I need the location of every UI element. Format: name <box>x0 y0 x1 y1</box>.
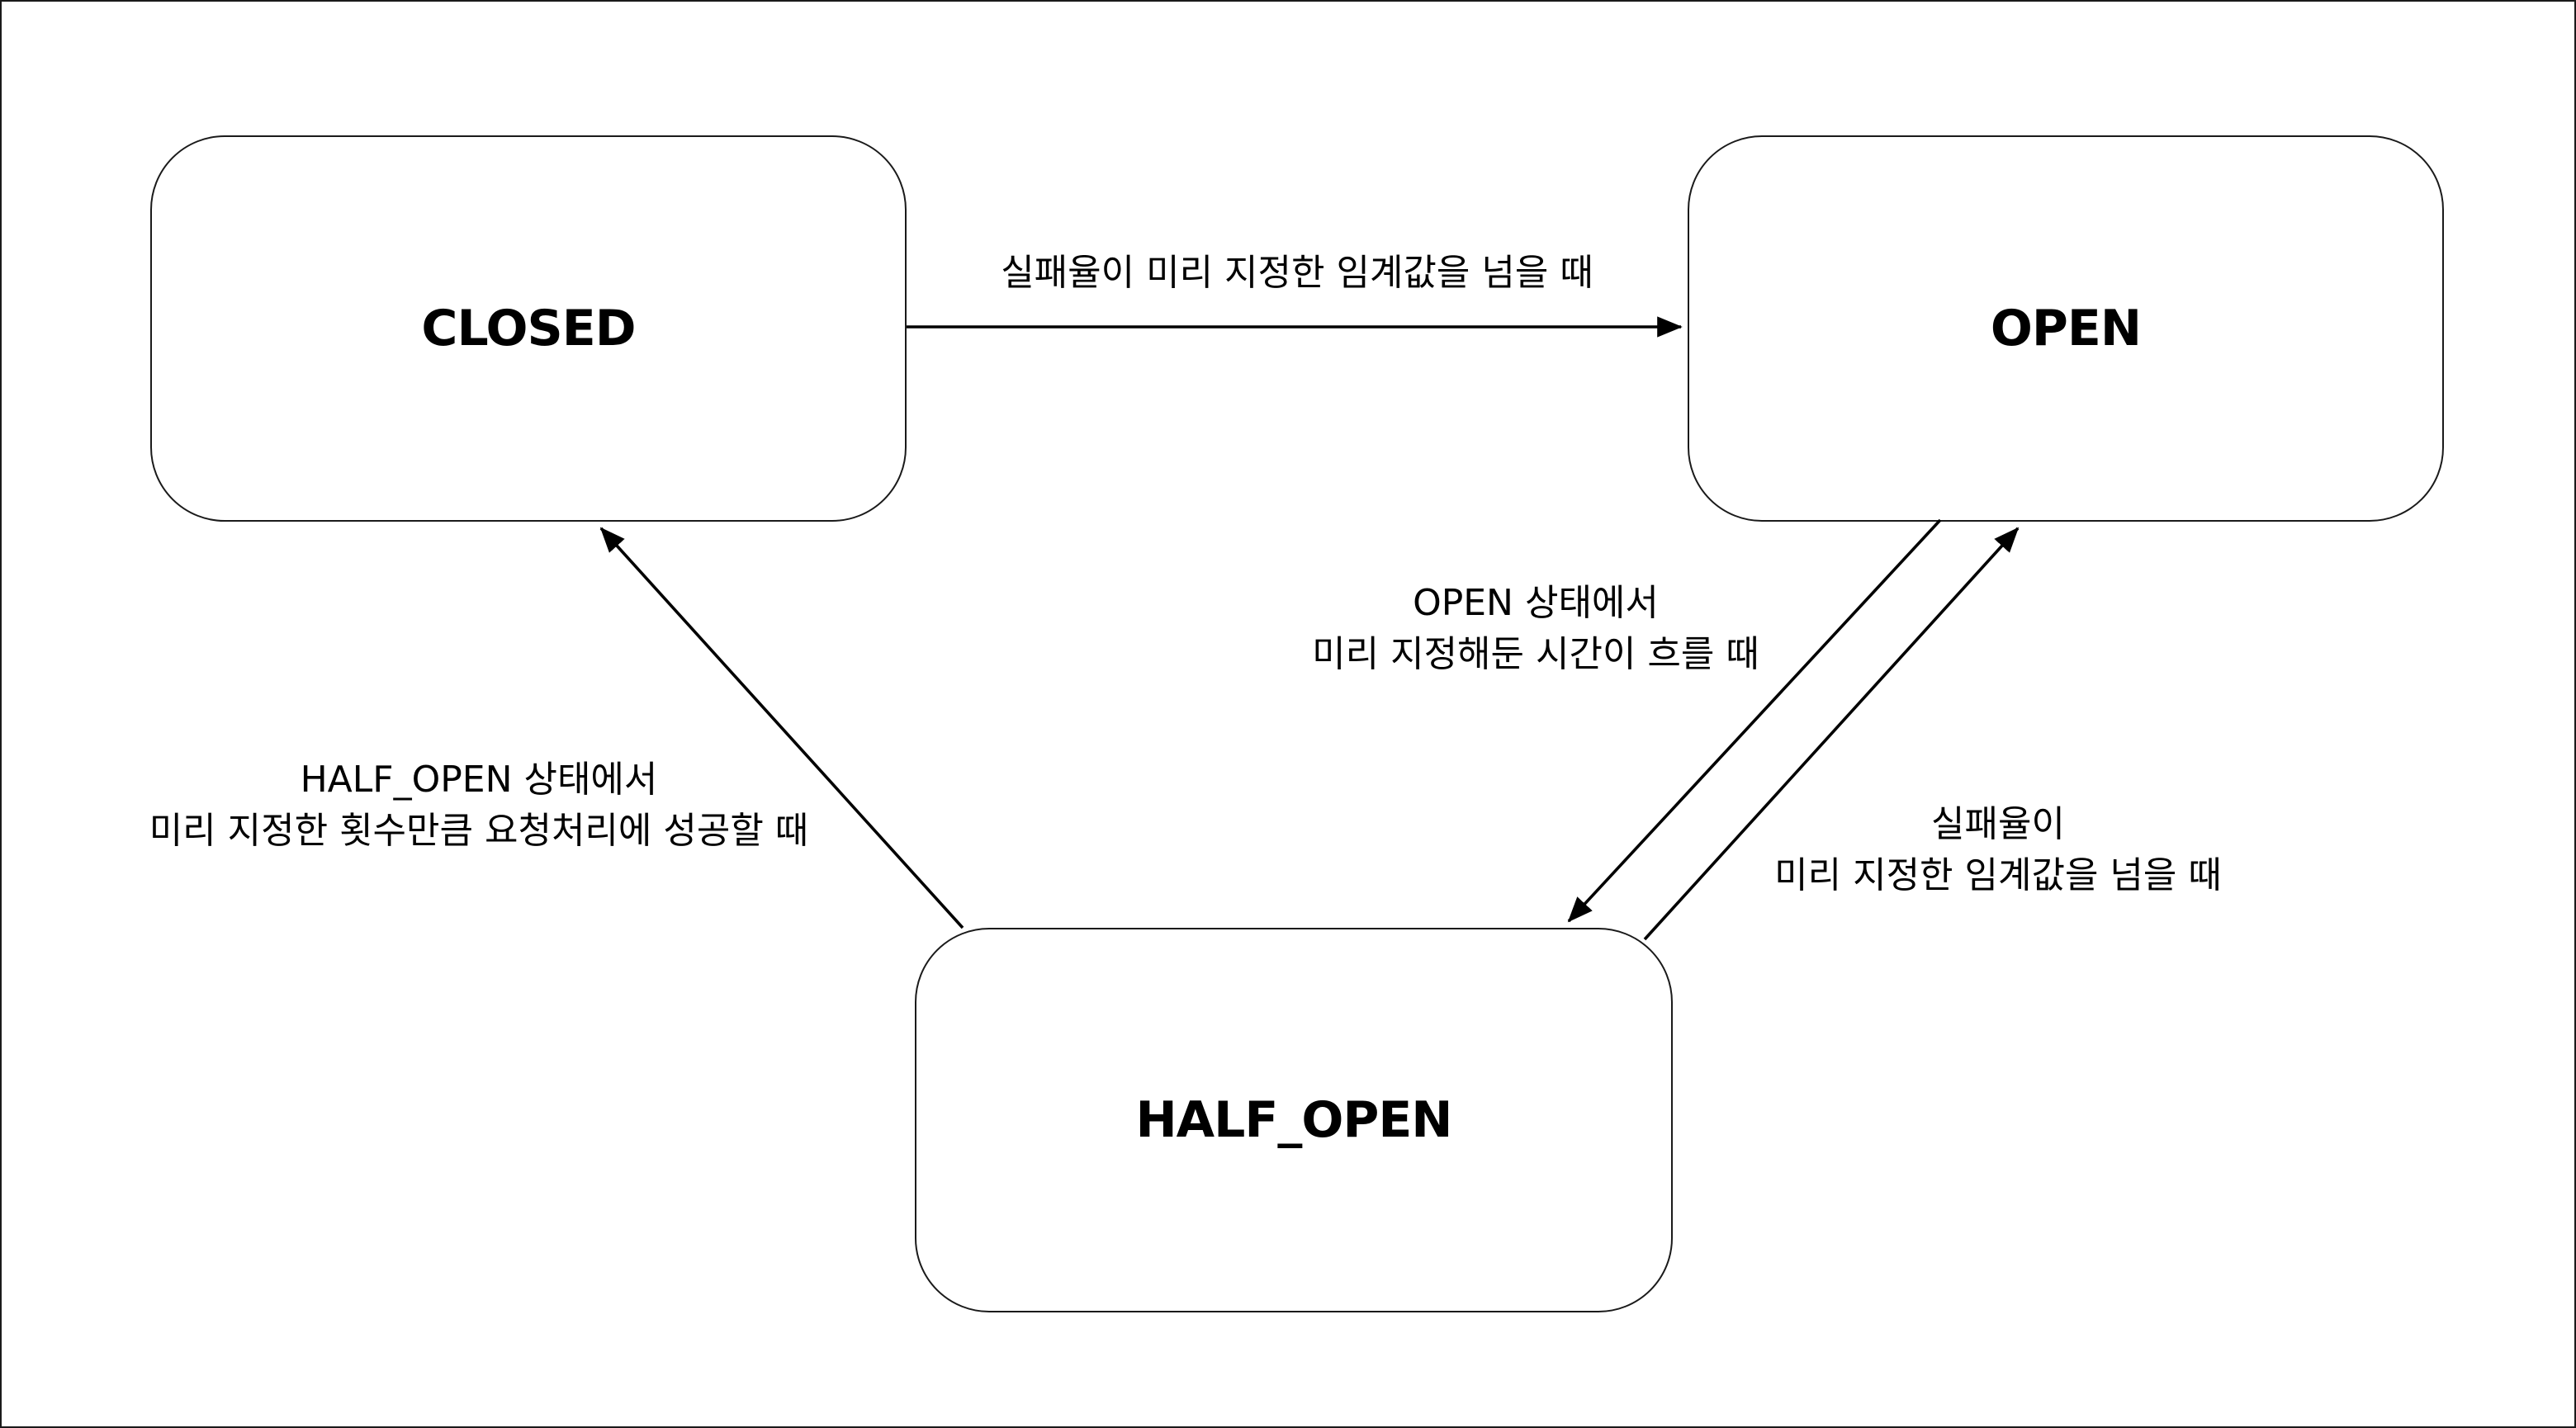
state-closed[interactable]: CLOSED <box>150 135 907 522</box>
edge-label-line: 미리 지정해둔 시간이 흐를 때 <box>1312 633 1759 675</box>
edge-label-open-to-half-open: OPEN 상태에서 미리 지정해둔 시간이 흐를 때 <box>1214 578 1858 680</box>
edge-label-line: OPEN 상태에서 <box>1413 582 1659 624</box>
state-half-open-label: HALF_OPEN <box>1135 1091 1452 1149</box>
arrow-half-open-to-open[interactable] <box>1643 527 2020 941</box>
edge-label-line: 실패율이 <box>1931 803 2065 845</box>
state-closed-label: CLOSED <box>421 300 636 357</box>
arrow-half-open-to-closed[interactable] <box>599 527 964 929</box>
edge-label-half-open-to-open: 실패율이 미리 지정한 임계값을 넘을 때 <box>1701 799 2295 901</box>
edge-label-line: 미리 지정한 횟수만큼 요청처리에 성공할 때 <box>149 810 809 852</box>
state-open[interactable]: OPEN <box>1688 135 2444 522</box>
edge-label-line: HALF_OPEN 상태에서 <box>300 759 658 801</box>
state-half-open[interactable]: HALF_OPEN <box>915 928 1673 1312</box>
edge-label-line: 실패율이 미리 지정한 임계값을 넘을 때 <box>1001 252 1593 294</box>
edge-label-half-open-to-closed: HALF_OPEN 상태에서 미리 지정한 횟수만큼 요청처리에 성공할 때 <box>91 754 867 857</box>
edge-label-line: 미리 지정한 임계값을 넘을 때 <box>1774 854 2222 896</box>
edge-label-closed-to-open: 실패율이 미리 지정한 임계값을 넘을 때 <box>880 248 1714 299</box>
state-open-label: OPEN <box>1990 300 2142 357</box>
arrow-open-to-half-open[interactable] <box>1567 518 1942 923</box>
